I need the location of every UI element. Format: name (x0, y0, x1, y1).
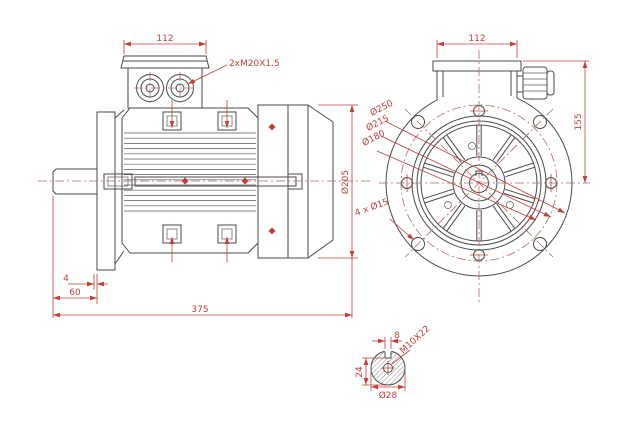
cooling-fins (124, 132, 256, 212)
dim-155: 155 (574, 113, 584, 130)
section-markers (181, 123, 276, 235)
dim-dia-28: Ø28 (379, 390, 398, 401)
flange-bolt-holes (411, 115, 547, 251)
dim-24: 24 (355, 366, 365, 378)
side-view-annotations: 112 2xM20X1.5 Ø205 4 60 375 (38, 34, 372, 318)
holes-label: 4 x Ø15 (353, 196, 390, 218)
dim-112-side: 112 (156, 34, 173, 44)
motor-body-side (121, 107, 259, 254)
keyway-slot (384, 351, 392, 359)
dim-112-front: 112 (468, 34, 485, 44)
tap-label: M10X22 (398, 324, 432, 356)
dim-8-keyway: 8 (394, 331, 400, 341)
dim-375: 375 (191, 305, 208, 315)
terminal-box-side (127, 67, 203, 109)
motor-side-view (52, 55, 334, 271)
bolt-circle-centerline (400, 104, 558, 262)
terminal-box-lid-side (120, 55, 210, 69)
shaft-side (52, 168, 98, 195)
dim-4: 4 (63, 274, 69, 284)
flange-plate-side (96, 111, 116, 271)
shaft-detail-annotations: 8 M10X22 24 Ø28 (355, 324, 432, 401)
rotor-shaft-internal (103, 173, 303, 190)
dim-60: 60 (69, 288, 81, 298)
cable-gland-front (516, 66, 555, 100)
dim-205-cowl: Ø205 (340, 170, 351, 194)
shaft-detail-view (370, 350, 406, 386)
gland-thread-label: 2xM20X1.5 (229, 59, 280, 69)
fan-cowl-spokes (423, 125, 535, 241)
